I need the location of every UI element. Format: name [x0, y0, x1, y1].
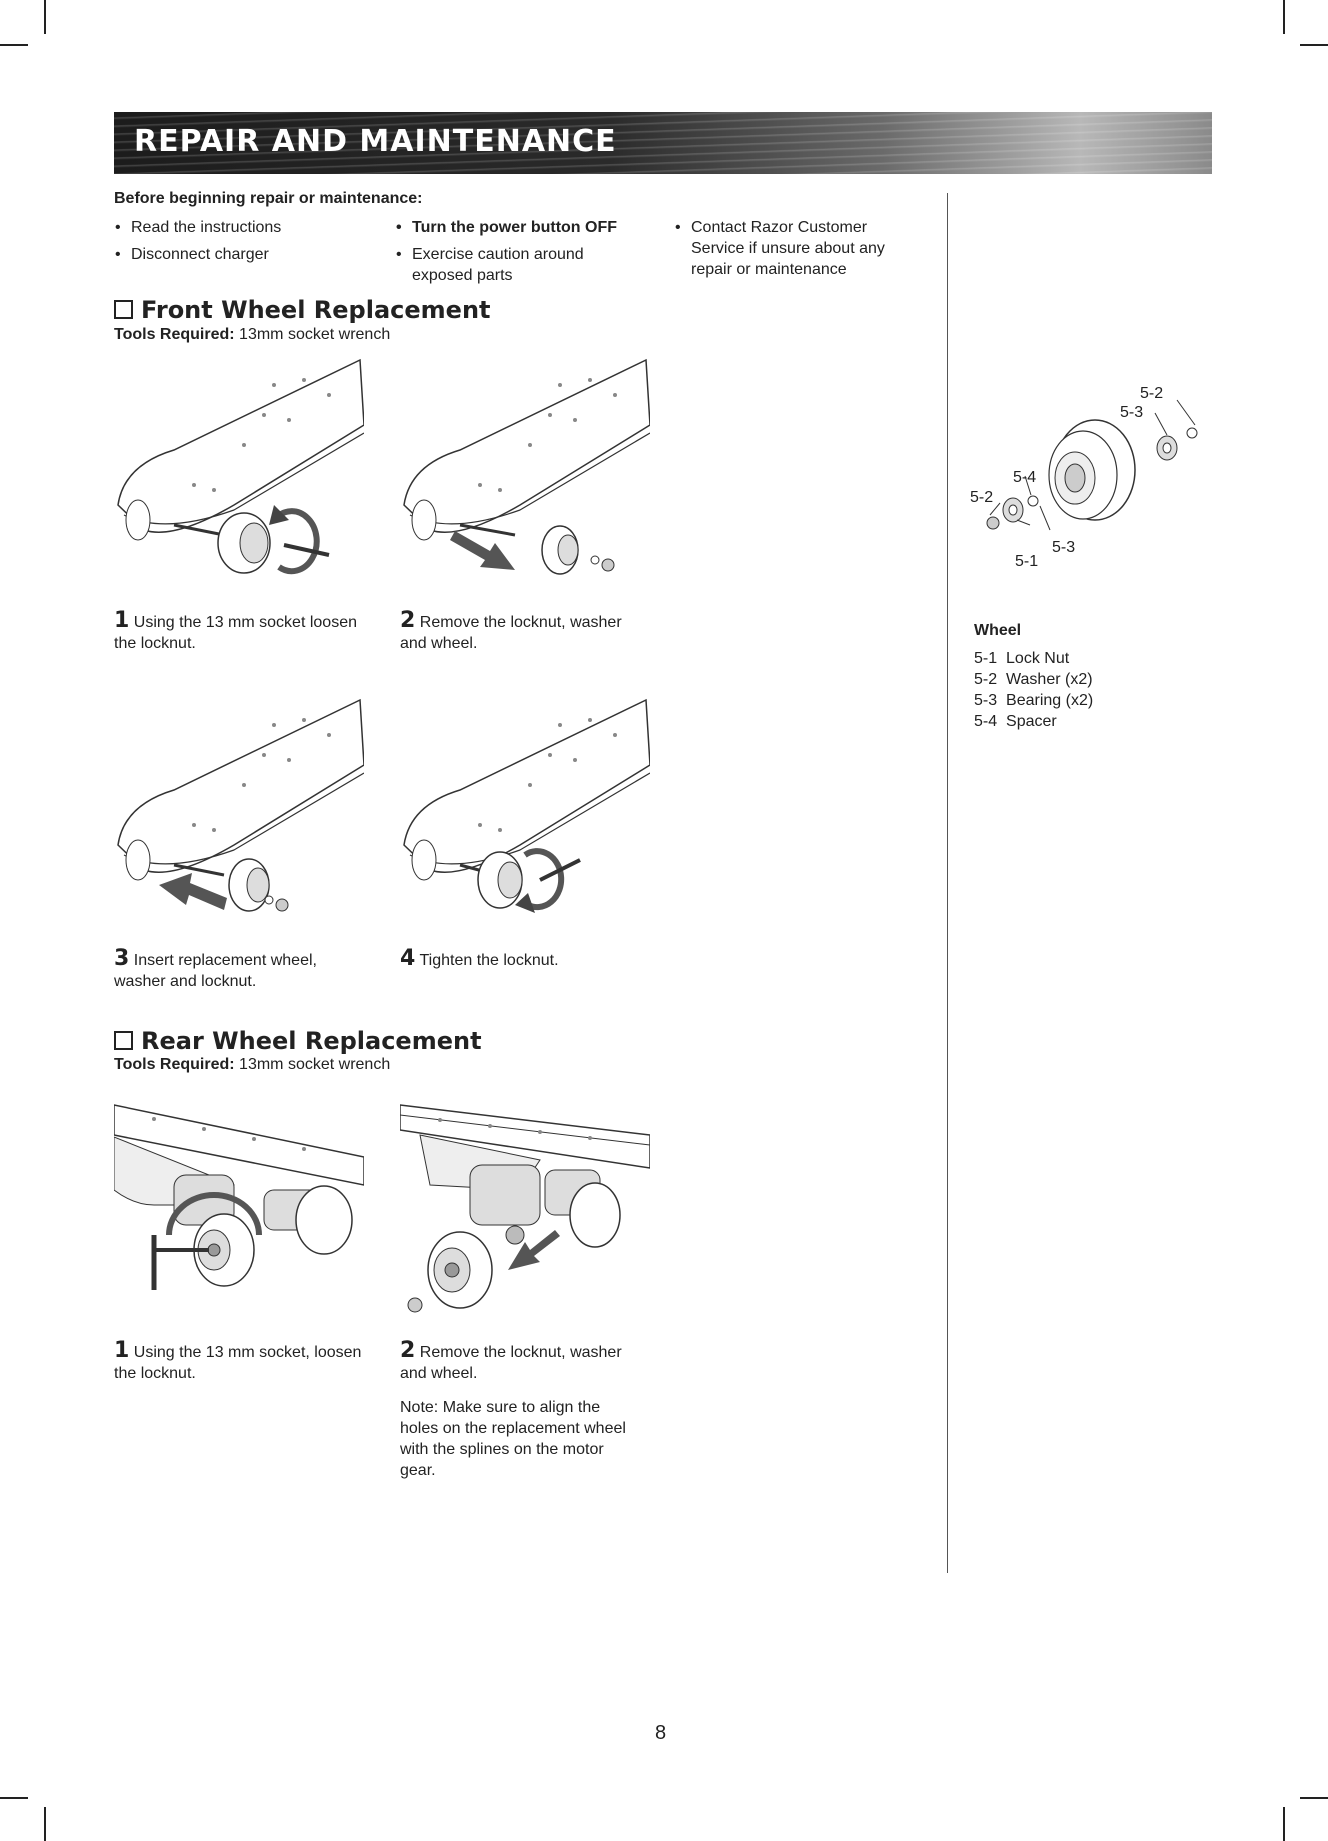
crop-mark	[0, 1797, 28, 1799]
callout-label: 5-3	[1120, 404, 1144, 421]
page-number: 8	[655, 1722, 667, 1744]
step-caption: 3 Insert replacement wheel, washer and l…	[114, 946, 317, 991]
front-step1-illustration	[117, 358, 364, 575]
page-title: REPAIR AND MAINTENANCE	[134, 124, 617, 159]
list-item: Read the instructions	[115, 217, 281, 238]
list-item: Disconnect charger	[115, 244, 269, 265]
column-divider	[947, 193, 948, 1573]
section-title: Rear Wheel Replacement	[114, 1027, 482, 1055]
step-caption: 1 Using the 13 mm socket loosen the lock…	[114, 608, 357, 653]
step-caption: 4 Tighten the locknut.	[400, 946, 559, 971]
parts-item: 5-4 Spacer	[974, 713, 1057, 730]
list-item: Exercise caution around exposed parts	[396, 244, 612, 286]
rear-step2-illustration	[400, 1104, 650, 1313]
crop-mark	[1283, 1807, 1285, 1841]
parts-item: 5-2 Washer (x2)	[974, 671, 1093, 688]
callout-label: 5-3	[1052, 539, 1076, 556]
list-item: Turn the power button OFF	[396, 217, 617, 238]
rear-step1-illustration	[114, 1104, 364, 1290]
parts-heading: Wheel	[974, 622, 1022, 639]
checkbox-icon	[114, 1031, 133, 1050]
list-item: Contact Razor Customer Service if unsure…	[675, 217, 921, 280]
section-title: Front Wheel Replacement	[114, 296, 491, 324]
step-caption: 2 Remove the locknut, washer and wheel.	[400, 608, 622, 653]
crop-mark	[1300, 44, 1328, 46]
step-caption: 2 Remove the locknut, washer and wheel.	[400, 1338, 622, 1383]
wheel-exploded-diagram	[986, 399, 1198, 531]
crop-mark	[1283, 0, 1285, 34]
rear-note: Note: Make sure to align the holes on th…	[400, 1399, 626, 1479]
callout-label: 5-2	[970, 489, 994, 506]
front-step3-illustration	[117, 698, 364, 912]
tools-required: Tools Required: 13mm socket wrench	[114, 326, 391, 343]
crop-mark	[0, 44, 28, 46]
front-step2-illustration	[403, 358, 650, 575]
parts-item: 5-1 Lock Nut	[974, 650, 1070, 667]
tools-required: Tools Required: 13mm socket wrench	[114, 1056, 391, 1073]
before-heading: Before beginning repair or maintenance:	[114, 190, 423, 207]
callout-label: 5-4	[1013, 469, 1037, 486]
crop-mark	[1300, 1797, 1328, 1799]
checkbox-icon	[114, 300, 133, 319]
step-caption: 1 Using the 13 mm socket, loosen the loc…	[114, 1338, 362, 1383]
callout-label: 5-2	[1140, 385, 1164, 402]
parts-item: 5-3 Bearing (x2)	[974, 692, 1094, 709]
front-step4-illustration	[403, 698, 650, 913]
crop-mark	[44, 1807, 46, 1841]
callout-label: 5-1	[1015, 553, 1039, 570]
crop-mark	[44, 0, 46, 34]
section-banner: REPAIR AND MAINTENANCE	[114, 112, 1212, 174]
